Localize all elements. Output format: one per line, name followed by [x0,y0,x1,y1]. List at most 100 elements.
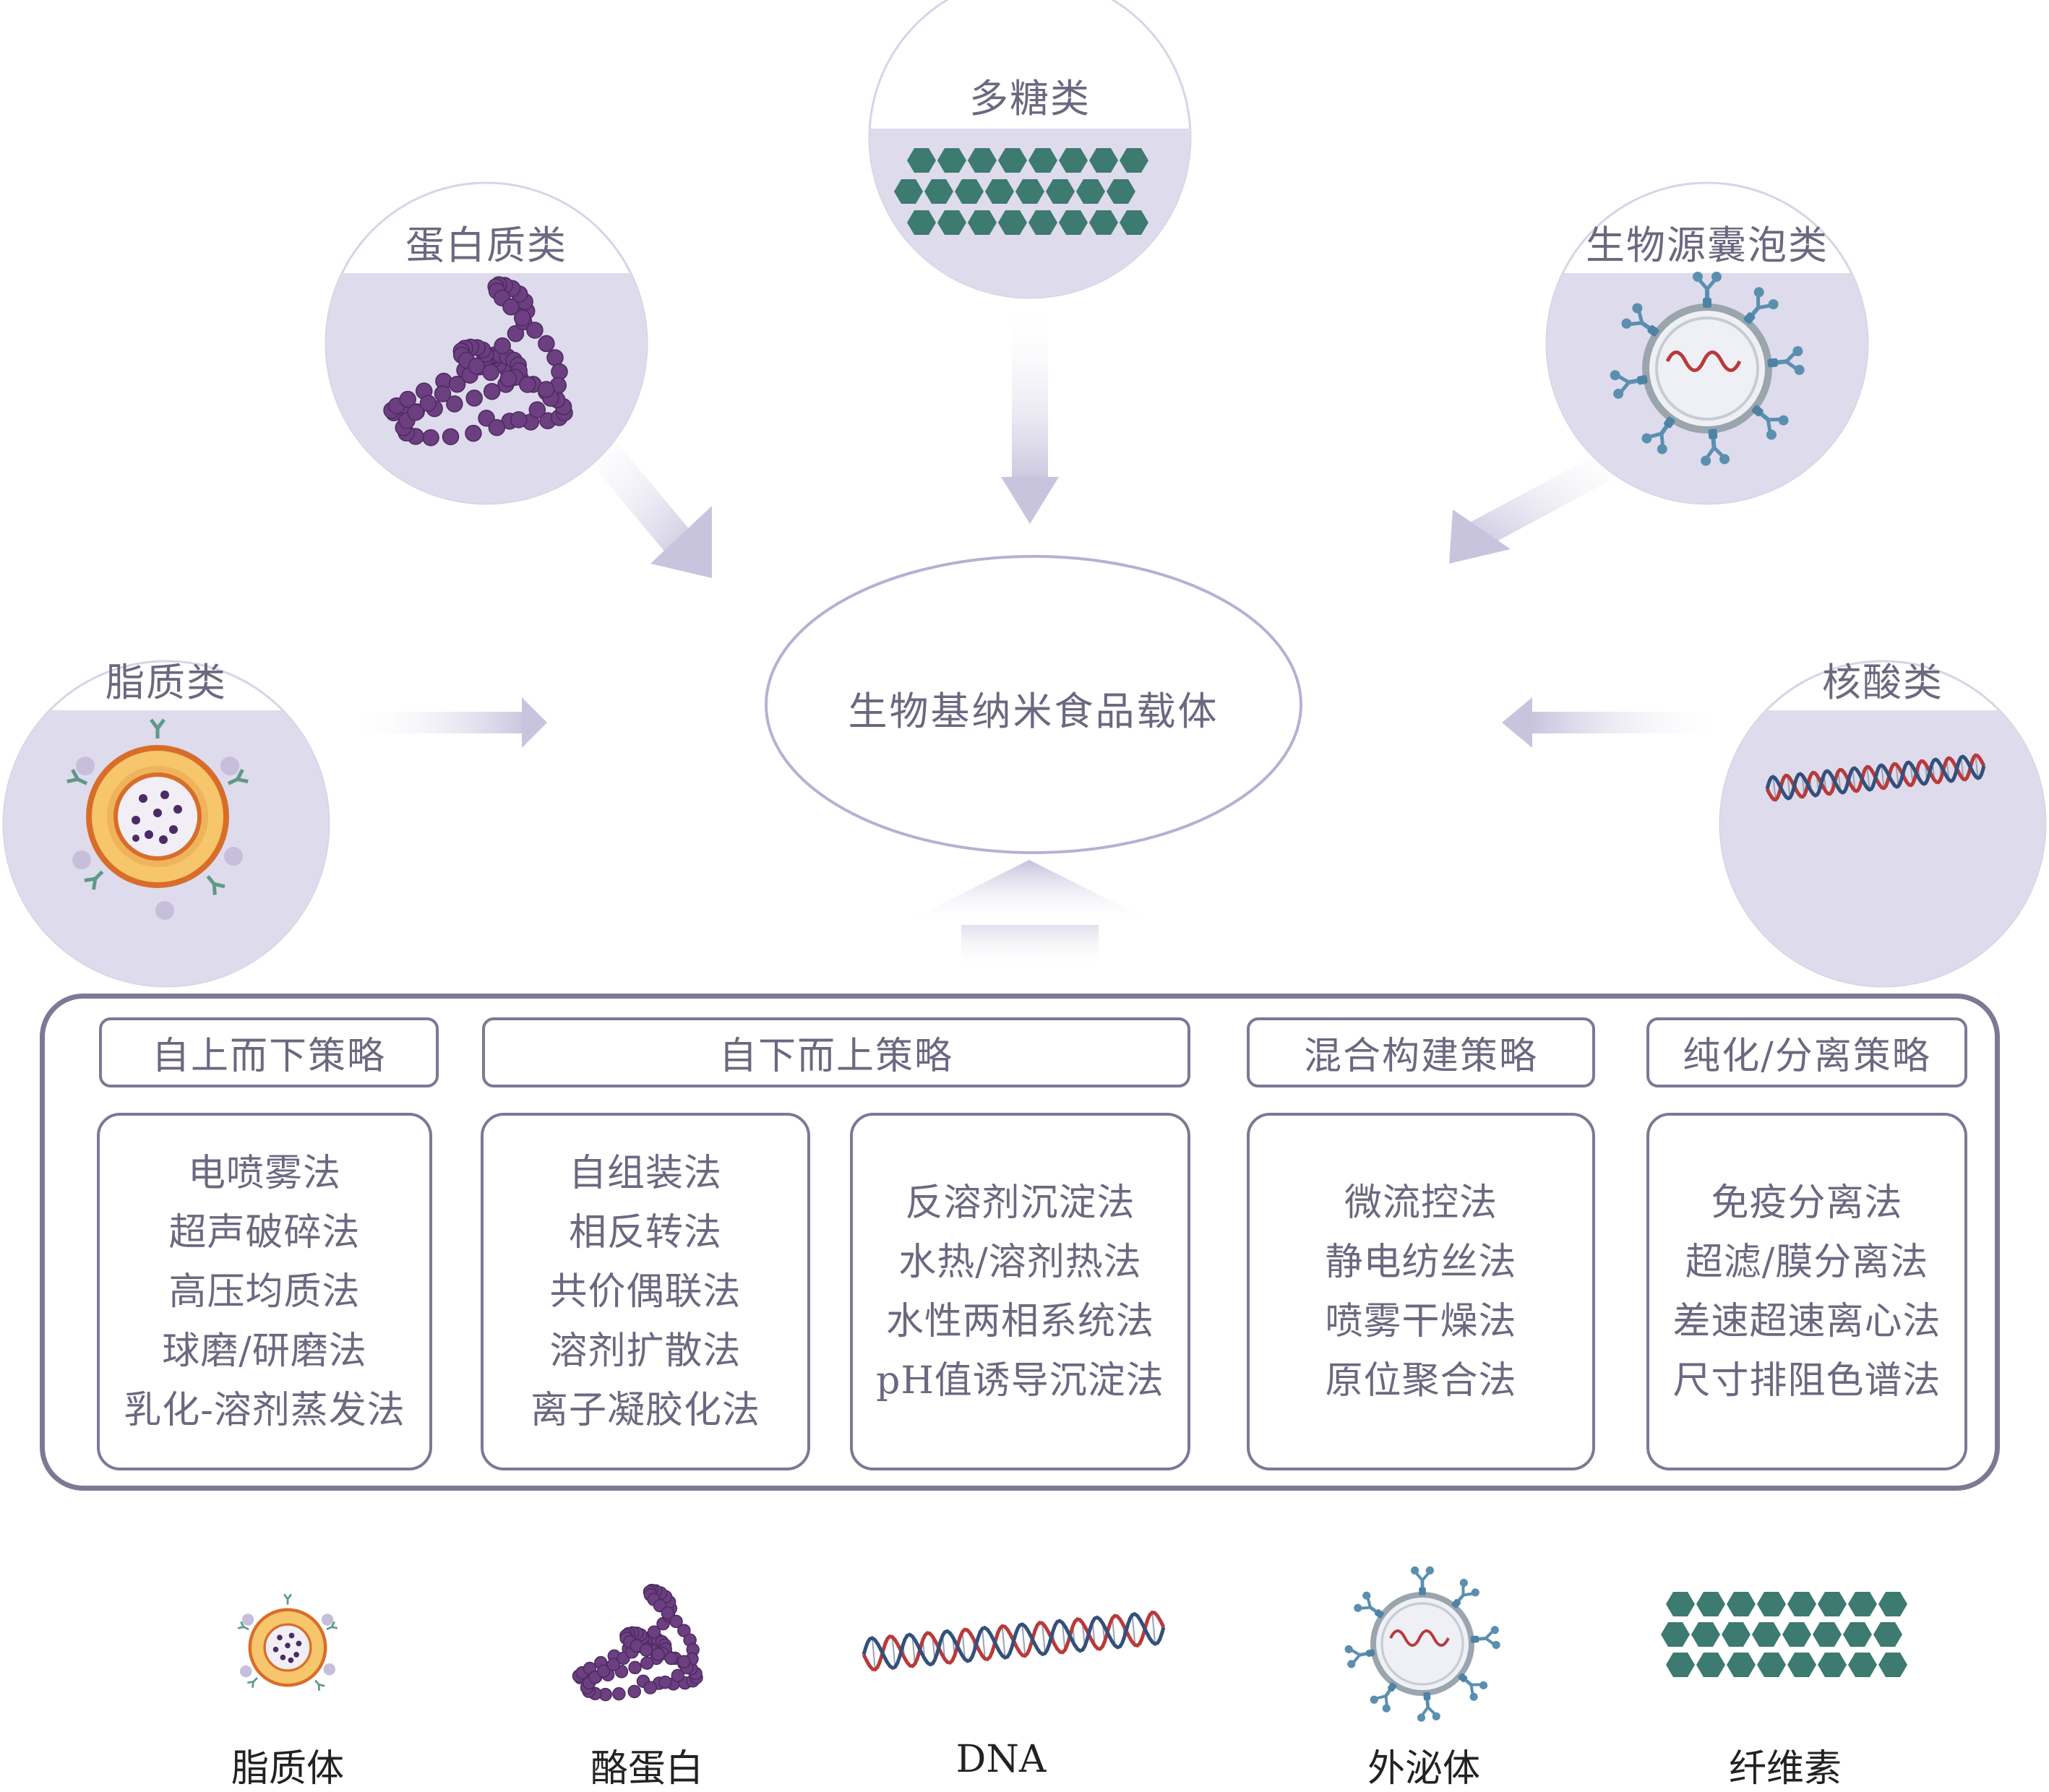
circle-lipid [2,660,330,988]
arrow-nucleic [1502,697,1727,748]
circle-polysaccharide [868,0,1192,299]
method-item: 原位聚合法 [1325,1358,1517,1403]
bead [442,428,460,446]
bead [627,1684,641,1699]
protein-chain-icon [383,276,573,447]
base-pair [1061,1622,1066,1650]
base-pair [1895,764,1899,787]
method-item: 静电纺丝法 [1325,1240,1517,1284]
box-hybrid: 微流控法 静电纺丝法 喷雾干燥法 原位聚合法 [1247,1113,1595,1470]
circle-vesicle [1545,181,1869,505]
bead [514,309,531,327]
base-pair [1881,765,1885,788]
method-item: 水性两相系统法 [885,1299,1154,1343]
bead [482,363,499,382]
bead [468,357,485,375]
bead [510,411,528,428]
bead [538,335,555,353]
base-pair [1131,1614,1136,1645]
bead [399,390,416,408]
bead [664,1651,678,1666]
legend-dna-icon [862,1610,1166,1672]
vesicle-icon [1610,272,1805,466]
method-item: 超滤/膜分离法 [1685,1240,1929,1284]
bead [419,395,437,412]
bead [612,1687,626,1701]
bead [658,1675,672,1689]
base-pair [1151,1612,1156,1645]
method-item: 反溶剂沉淀法 [905,1181,1135,1225]
bead [676,1655,691,1669]
method-item: 尺寸排阻色谱法 [1672,1358,1941,1403]
dna-helix-icon [1765,753,1986,802]
method-item: 电喷雾法 [187,1151,341,1195]
base-pair [871,1637,876,1670]
header-bottom-up: 自下而上策略 [482,1017,1190,1087]
method-item: 球磨/研磨法 [162,1329,367,1373]
base-pair [1852,768,1856,791]
label-lipid: 脂质类 [106,660,227,705]
base-pair [981,1628,986,1659]
legend-label-exosome: 外泌体 [1367,1747,1480,1791]
center-ellipse [765,555,1302,854]
base-pair [1001,1626,1006,1658]
header-purification: 纯化/分离策略 [1646,1017,1967,1087]
liposome-icon [67,720,248,920]
circle-protein [325,181,648,505]
bead [651,1647,665,1661]
header-top-down: 自上而下策略 [99,1017,439,1087]
method-item: 水热/溶剂热法 [898,1240,1142,1284]
bead [640,1656,654,1670]
method-item: pH值诱导沉淀法 [876,1358,1164,1403]
arrow-vesicle [1449,444,1637,564]
bead [483,382,501,400]
bead [446,395,463,413]
bead [465,424,482,442]
polysaccharide-icon [894,148,1148,235]
dna-strand [862,1611,1166,1671]
bead [422,428,439,447]
bead [434,385,452,402]
method-item: 超声破碎法 [168,1210,361,1254]
legend-cellulose-icon [1661,1592,1907,1677]
bead [494,337,511,355]
bead [499,370,517,387]
bead [465,389,483,407]
label-vesicle: 生物源囊泡类 [1586,223,1829,268]
method-item: 离子凝胶化法 [530,1388,760,1432]
bead [502,298,520,316]
box-bottom-up-2: 反溶剂沉淀法 水热/溶剂热法 水性两相系统法 pH值诱导沉淀法 [850,1113,1190,1470]
bead [677,1624,691,1637]
bead [643,1681,658,1694]
base-pair [1112,1618,1116,1646]
arrow-lipid [347,697,547,748]
method-item: 相反转法 [568,1210,722,1254]
strategies-panel [40,994,2000,1491]
base-pair [1021,1624,1026,1656]
legend-label-dna: DNA [955,1738,1047,1781]
bead [606,1658,621,1672]
legend-exosome-icon [1344,1567,1501,1722]
base-pair [1975,755,1979,778]
method-item: 共价偶联法 [549,1270,742,1314]
bead [546,349,564,366]
dna-strand [1765,754,1986,801]
legend-label-casein: 酪蛋白 [590,1747,703,1791]
method-item: 微流控法 [1344,1181,1498,1225]
method-item: 喷雾干燥法 [1325,1299,1517,1343]
method-item: 免疫分离法 [1711,1181,1903,1225]
bead [488,418,506,436]
bead [507,324,525,343]
bead [669,1614,683,1629]
circle-nucleic [1719,660,2047,988]
base-pair [1041,1623,1046,1654]
base-pair [1960,757,1964,780]
bead [537,381,555,398]
legend-label-cellulose: 纤维素 [1728,1747,1842,1791]
arrow-protein [578,426,712,578]
base-pair [1772,777,1777,800]
box-bottom-up-1: 自组装法 相反转法 共价偶联法 溶剂扩散法 离子凝胶化法 [481,1113,810,1470]
bead [448,376,466,393]
arrow-strategies-up [900,860,1159,968]
